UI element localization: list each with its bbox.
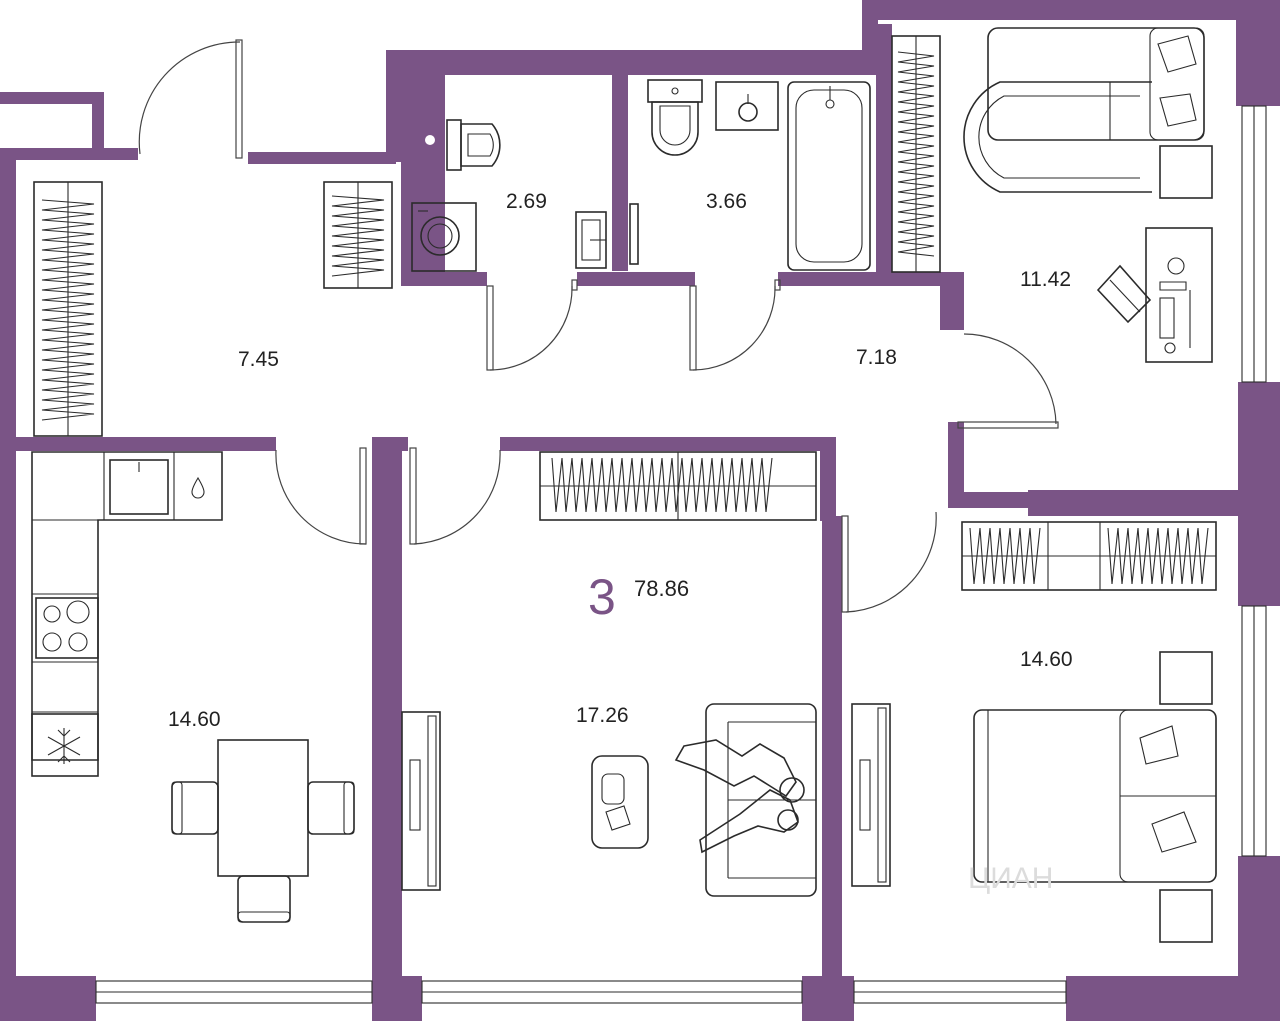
sink-icon xyxy=(715,81,779,131)
wardrobe-icon xyxy=(539,451,817,521)
drain-icon xyxy=(425,135,435,145)
chair-icon xyxy=(1096,264,1152,324)
stove-icon xyxy=(35,597,99,659)
room-area-corridor: 7.18 xyxy=(856,346,897,369)
bathtub-icon xyxy=(787,81,871,271)
watermark: ЦИАН xyxy=(968,862,1053,895)
sink-icon xyxy=(575,203,639,269)
nightstand-icon xyxy=(1159,889,1213,943)
tv-icon xyxy=(401,711,441,891)
wardrobe-icon xyxy=(33,181,103,437)
nightstand-icon xyxy=(1159,145,1213,199)
nightstand-icon xyxy=(1159,651,1213,705)
room-area-wc: 2.69 xyxy=(506,190,547,213)
wardrobe-icon xyxy=(961,521,1217,591)
room-area-bathroom: 3.66 xyxy=(706,190,747,213)
bed-icon xyxy=(963,27,1205,193)
room-area-hall: 7.45 xyxy=(238,348,279,371)
room-area-bedroom-top-right: 11.42 xyxy=(1020,268,1071,291)
tv-icon xyxy=(851,703,891,887)
people-icon xyxy=(674,739,805,854)
wardrobe-icon xyxy=(323,181,393,289)
room-area-kitchen: 14.60 xyxy=(168,708,221,731)
window-icon xyxy=(95,105,1267,1004)
desk-icon xyxy=(1145,227,1213,363)
door-icon xyxy=(138,39,1059,613)
coffee-table-icon xyxy=(591,755,649,849)
room-area-bedroom-bottom-right: 14.60 xyxy=(1020,648,1073,671)
riser-icon xyxy=(38,128,50,140)
room-area-living-room: 17.26 xyxy=(576,704,629,727)
toilet-icon xyxy=(446,119,501,171)
fridge-icon xyxy=(31,713,99,777)
total-area: 78.86 xyxy=(634,576,689,601)
sink-icon xyxy=(109,459,169,515)
rooms-count: 3 xyxy=(588,569,616,625)
toilet-icon xyxy=(647,79,703,156)
bed-icon xyxy=(973,709,1217,883)
room-labels: 7.45 2.69 3.66 7.18 11.42 14.60 17.26 14… xyxy=(168,190,1073,731)
washing-machine-icon xyxy=(411,202,477,272)
wardrobe-icon xyxy=(891,35,941,273)
water-drop-icon xyxy=(191,476,205,499)
dining-table-icon xyxy=(171,739,355,923)
